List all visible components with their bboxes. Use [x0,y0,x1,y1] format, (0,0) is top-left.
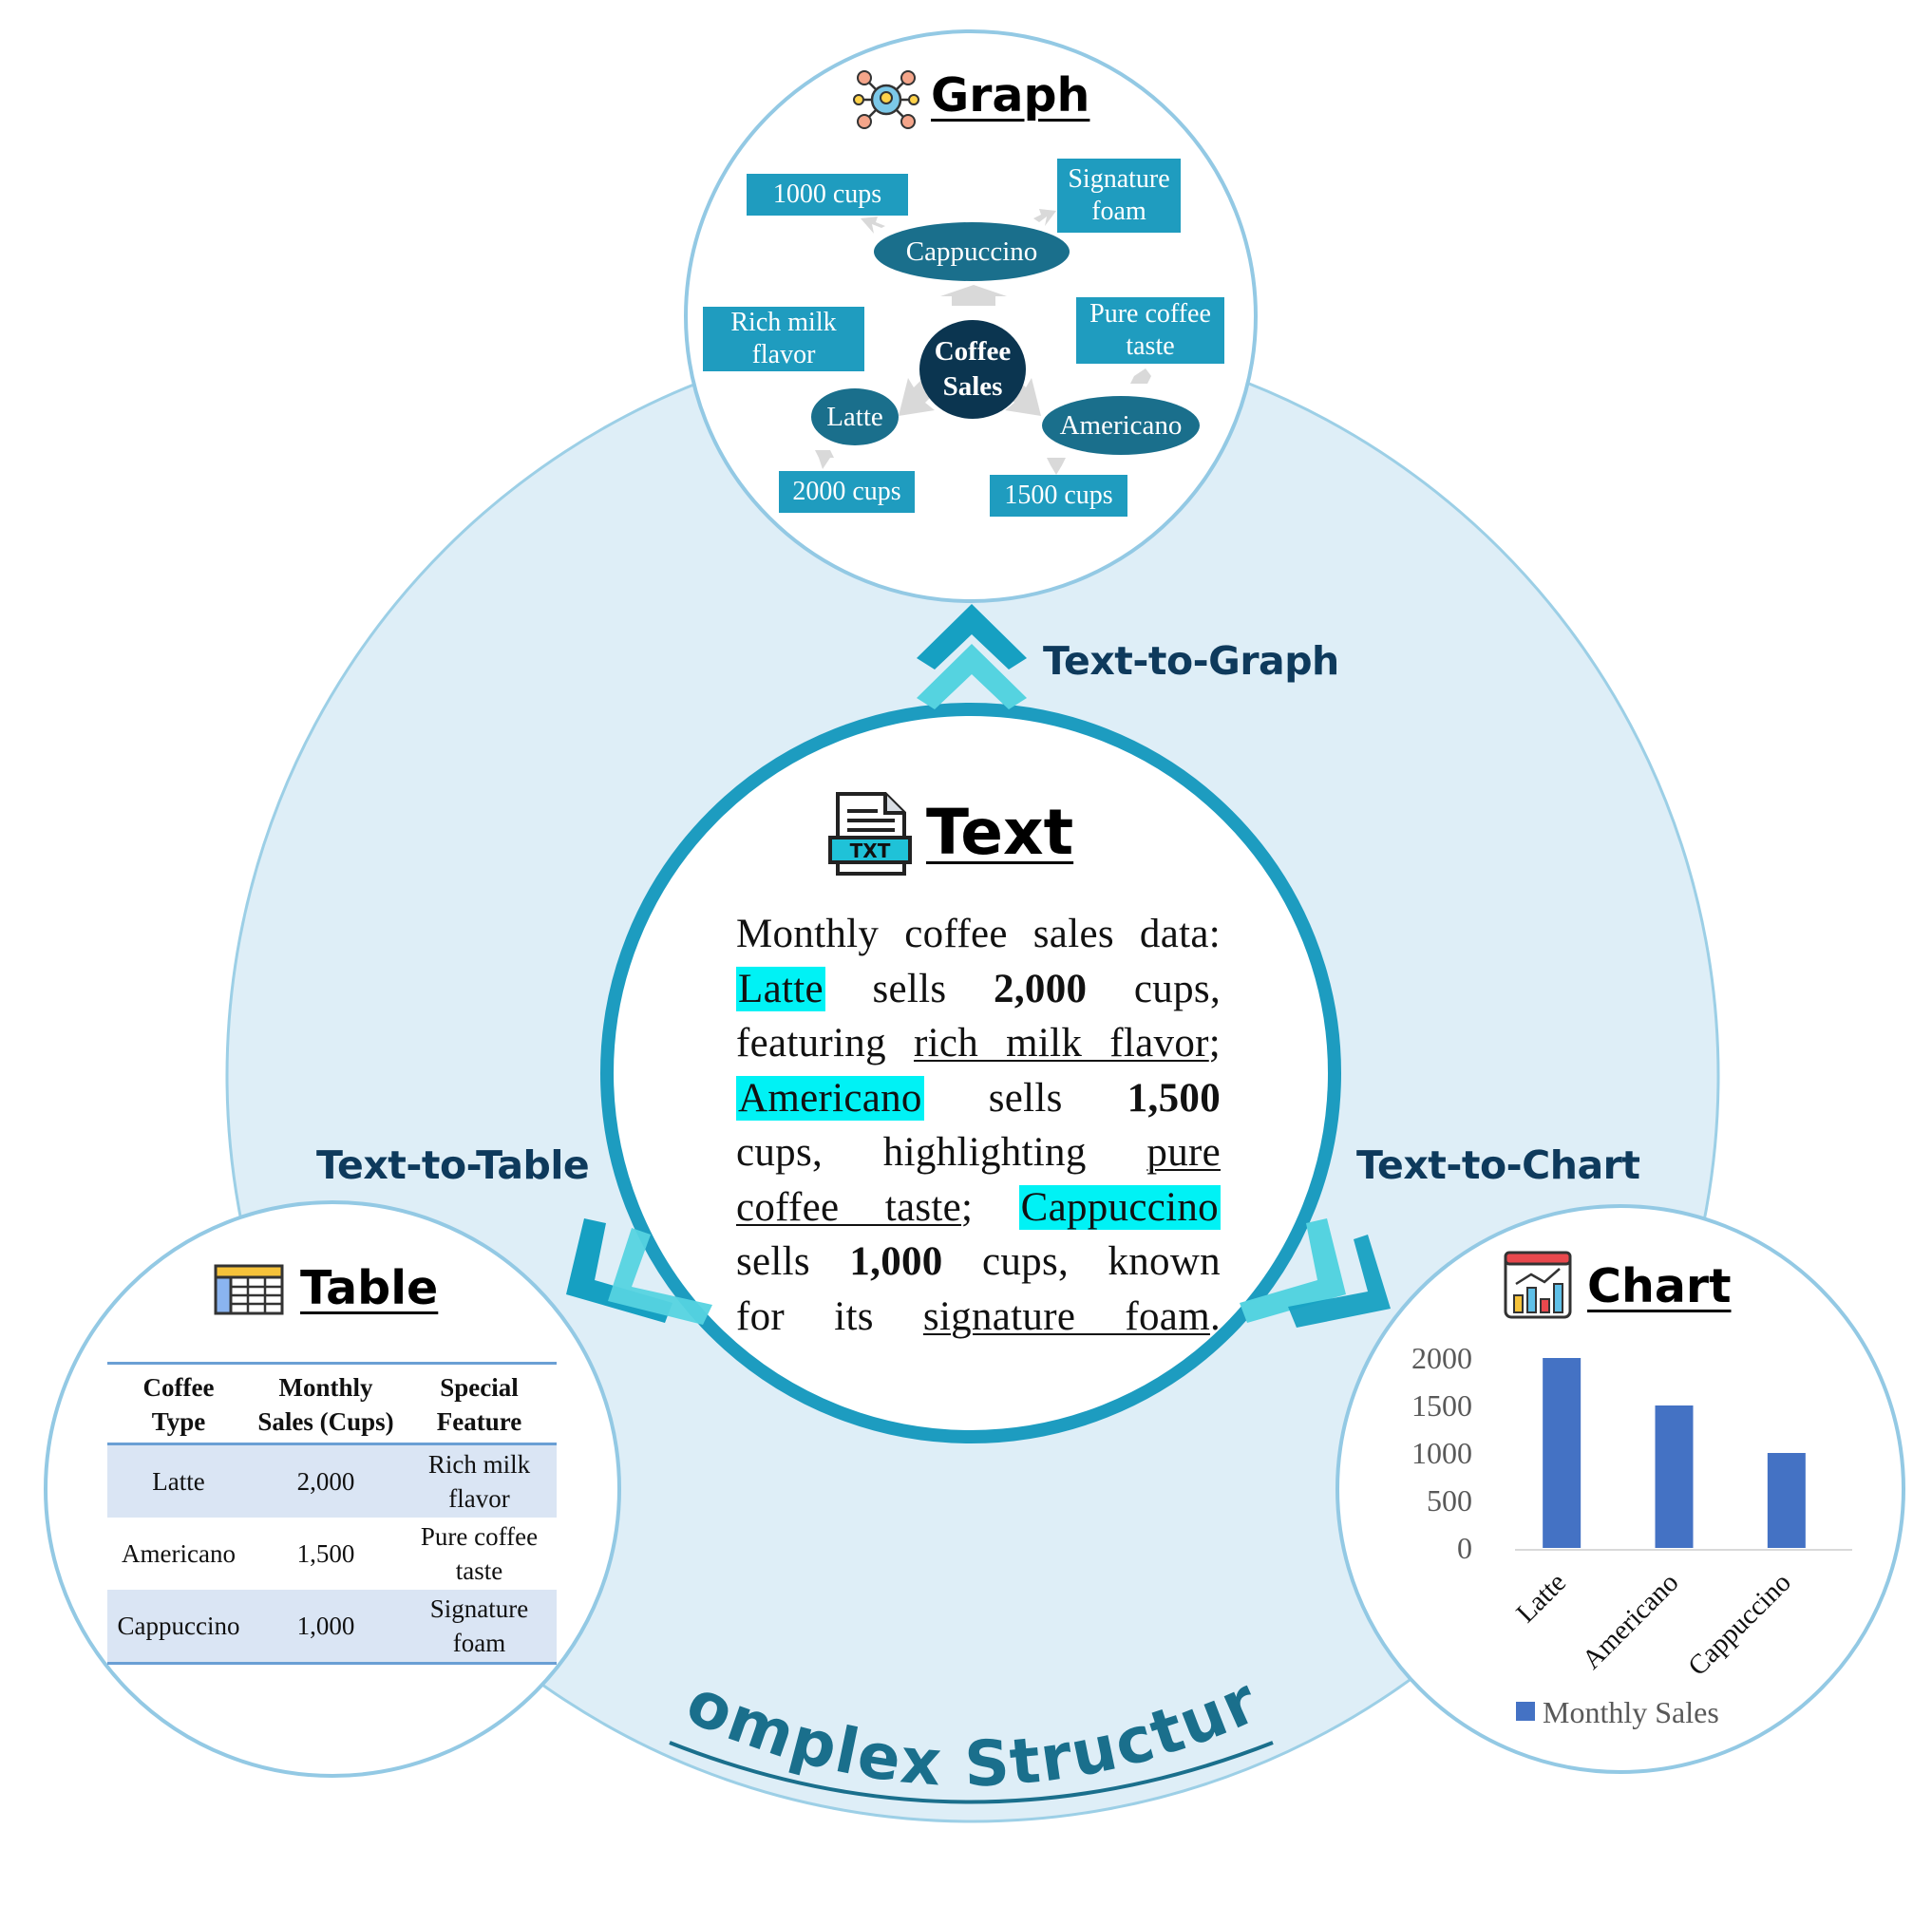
edge-latte-cups [815,450,834,469]
edge-cappuccino-cups [861,217,885,234]
table-cell: Americano [122,1539,236,1568]
passage-line-8: for its signature foam. [736,1293,1221,1339]
table-cell: 2,000 [250,1443,402,1518]
network-bulb-icon [853,66,919,133]
txt-file-icon: TXT [828,790,912,879]
x-category-label: Americano [1577,1567,1685,1675]
node-latte-cups: 2000 cups [779,471,915,513]
node-cappuccino: Cappuccino [874,222,1070,281]
text-to-graph-label: Text-to-Graph [1043,638,1339,684]
text-to-table-label: Text-to-Table [316,1142,590,1188]
legend-label: Monthly Sales [1543,1695,1719,1729]
bar-chart-icon [1503,1250,1573,1320]
text-panel-title: Text [926,796,1074,869]
text-passage: Monthly coffee sales data: Latte sells 2… [736,907,1221,1344]
node-latte: Latte [811,388,899,445]
table-cell: Latte [107,1443,250,1518]
passage-line-7: sells 1,000 cups, known [736,1239,1221,1284]
x-category-label: Cappuccino [1682,1567,1797,1682]
bar [1543,1358,1582,1548]
table-cell: 1,000 [250,1590,402,1665]
node-americano-cups: 1500 cups [990,475,1127,517]
passage-line-5: cups, highlighting pure [736,1130,1221,1175]
y-tick-label: 1000 [1411,1436,1472,1470]
edge-americano-feature [1130,368,1151,384]
table-cell: Cappuccino [107,1590,250,1665]
table-panel-title: Table [300,1261,439,1315]
edge-cappuccino-feature [1033,209,1056,226]
legend-swatch [1516,1702,1535,1721]
y-tick-label: 1500 [1411,1388,1472,1423]
y-tick-label: 2000 [1411,1341,1472,1375]
footer-arc [669,1741,1274,1804]
chart-panel-title: Chart [1587,1259,1732,1313]
y-tick-label: 500 [1427,1483,1472,1518]
svg-text:TXT: TXT [850,839,891,862]
x-category-label: Latte [1510,1567,1572,1629]
arrow-up-icon [917,604,1027,709]
node-americano: Americano [1042,396,1200,455]
text-panel-circle [600,703,1341,1443]
y-tick-label: 0 [1457,1531,1472,1565]
arrow-down-left-icon [566,1218,712,1325]
passage-line-2: Latte sells 2,000 cups, [736,966,1221,1011]
spreadsheet-icon [213,1263,285,1316]
passage-line-3: featuring rich milk flavor; [736,1021,1221,1066]
edge-americano-cups [1047,458,1066,475]
passage-line-1: Monthly coffee sales data: [736,912,1221,956]
passage-line-4: Americano sells 1,500 [736,1075,1221,1121]
text-to-chart-label: Text-to-Chart [1356,1142,1640,1188]
bar [1767,1453,1806,1548]
edge-root-cappuccino [940,285,1007,306]
table-cell: 1,500 [296,1539,355,1568]
passage-line-6: coffee taste; Cappuccino [736,1184,1221,1230]
node-cappuccino-cups: 1000 cups [747,174,908,216]
graph-panel-title: Graph [931,68,1090,123]
chart-panel-circle [1335,1204,1905,1774]
bar [1655,1405,1694,1548]
arrow-down-right-icon [1240,1218,1391,1328]
